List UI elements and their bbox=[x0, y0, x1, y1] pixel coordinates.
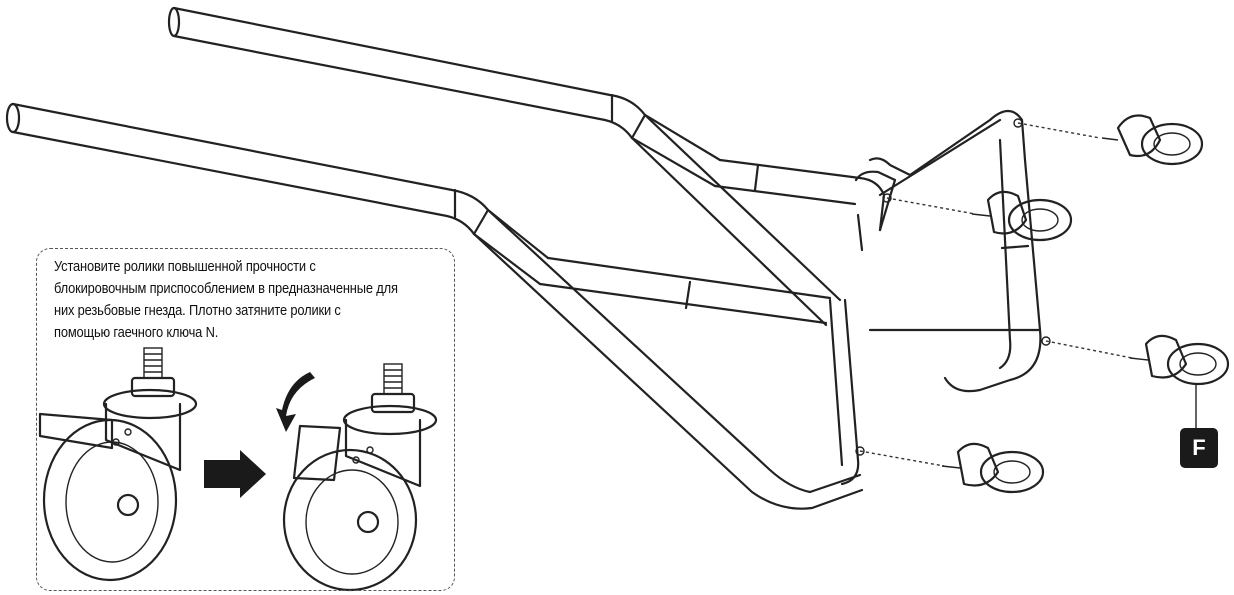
instruction-panel bbox=[36, 248, 455, 591]
caster-wheel-icon bbox=[1101, 114, 1204, 166]
caster-wheel-icon bbox=[1129, 334, 1230, 428]
attachment-guides bbox=[855, 118, 1133, 467]
side-struts bbox=[472, 113, 886, 510]
caster-wheel-icon bbox=[971, 190, 1073, 242]
caster-unlocked-icon bbox=[38, 347, 198, 582]
rear-frame bbox=[828, 109, 1042, 486]
part-label-badge: F bbox=[1180, 428, 1218, 468]
instruction-text: Установите ролики повышенной прочности с… bbox=[54, 258, 398, 341]
arrow-right-icon bbox=[204, 450, 266, 498]
caster-wheel-icon bbox=[941, 442, 1045, 494]
upper-handle-tube bbox=[167, 6, 722, 188]
